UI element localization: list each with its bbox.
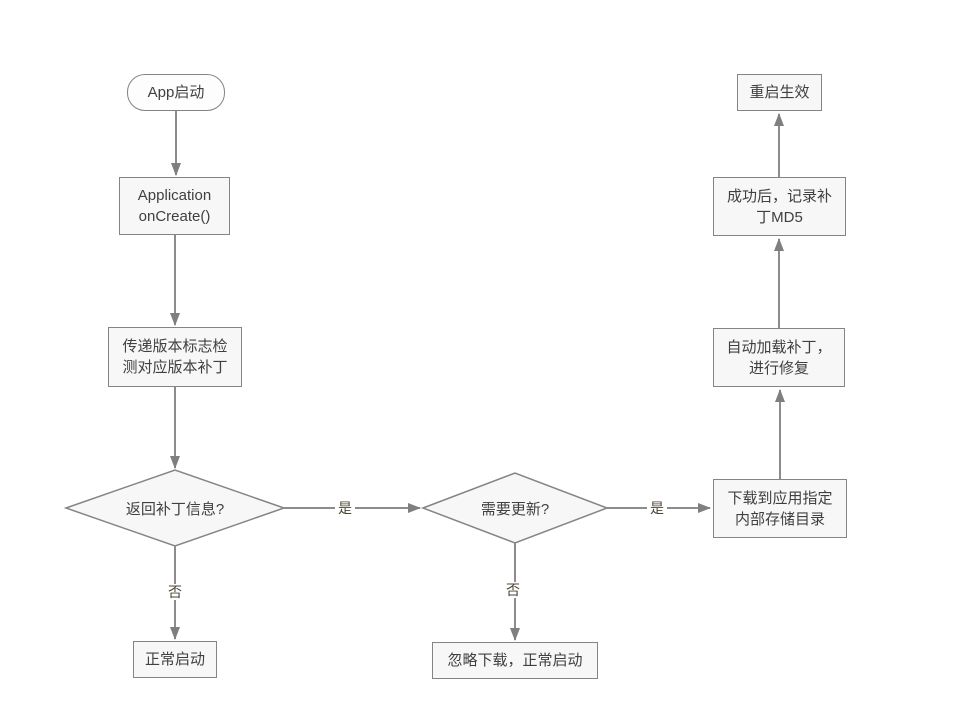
edge-label-yes-patchinfo: 是 — [335, 500, 355, 516]
node-app-start: App启动 — [127, 74, 225, 111]
node-decision-need-update: 需要更新? — [480, 500, 550, 518]
node-application-oncreate: Application onCreate() — [119, 177, 230, 235]
edge-label-yes-needupdate: 是 — [647, 500, 667, 516]
node-check-version-patch: 传递版本标志检 测对应版本补丁 — [108, 327, 242, 387]
edge-label-no-patchinfo: 否 — [165, 584, 185, 600]
node-normal-start: 正常启动 — [133, 641, 217, 678]
node-record-patch-md5: 成功后，记录补 丁MD5 — [713, 177, 846, 236]
node-skip-download-normal-start: 忽略下载，正常启动 — [432, 642, 598, 679]
node-auto-load-patch: 自动加载补丁， 进行修复 — [713, 328, 845, 387]
node-restart-takes-effect: 重启生效 — [737, 74, 822, 111]
node-download-to-storage: 下载到应用指定 内部存储目录 — [713, 479, 847, 538]
node-decision-patch-info: 返回补丁信息? — [125, 500, 225, 518]
edge-label-no-needupdate: 否 — [503, 582, 523, 598]
